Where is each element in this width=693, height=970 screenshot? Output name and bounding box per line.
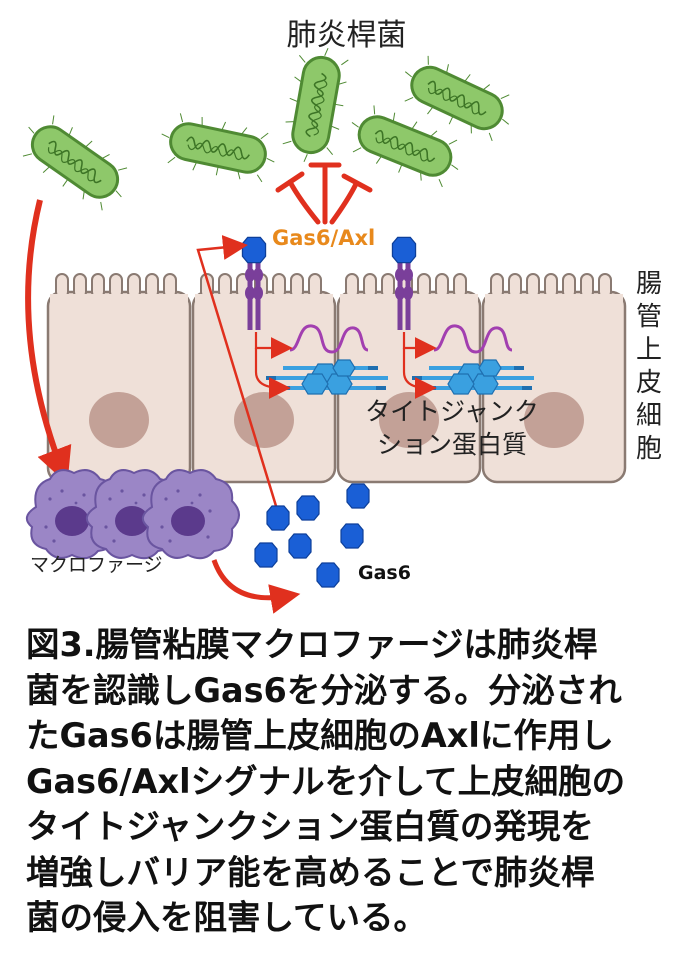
macrophage-label: マクロファージ	[30, 554, 163, 576]
gas6-label: Gas6	[358, 562, 411, 584]
tight-junction-label-line1: タイトジャンク	[365, 397, 539, 426]
tight-junction-label: タイトジャンク ション蛋白質	[342, 395, 562, 461]
bacteria-label: 肺炎桿菌	[286, 18, 407, 53]
figure-caption: 図3.腸管粘膜マクロファージは肺炎桿 菌を認識しGas6を分泌する。分泌され た…	[26, 622, 676, 941]
bacterium	[154, 108, 282, 188]
caption-line: Gas6/Axlシグナルを介して上皮細胞の	[26, 761, 626, 801]
signal-arrows	[254, 332, 437, 399]
gas6-axl-label: Gas6/Axl	[272, 226, 376, 250]
secretion-arrow	[211, 559, 301, 614]
inhibition-symbols	[275, 162, 373, 225]
macrophage	[141, 469, 240, 560]
caption-line: 増強しバリア能を高めることで肺炎桿	[26, 852, 595, 892]
bacteria-to-macrophage-arrow	[25, 199, 72, 484]
axl-receptor-left	[241, 236, 267, 330]
junction-loops	[289, 324, 513, 354]
tight-junction-label-line2: ション蛋白質	[376, 430, 527, 459]
epithelium-label: 腸管上皮細胞	[635, 269, 662, 464]
caption-line: たGas6は腸管上皮細胞のAxlに作用し	[26, 716, 614, 755]
bacterium	[277, 41, 355, 169]
caption-line: 菌を認識しGas6を分泌する。分泌され	[26, 670, 622, 710]
secreted-gas6	[254, 483, 370, 588]
bacterium	[10, 105, 140, 219]
caption-line: 菌の侵入を阻害している。	[26, 898, 427, 937]
caption-line: タイトジャンクション蛋白質の発現を	[26, 807, 594, 846]
axl-receptor-right	[391, 236, 417, 330]
diagram-svg	[10, 41, 627, 614]
figure-illustration: 肺炎桿菌 Gas6/Axl タイトジャンク ション蛋白質 腸管上皮細胞 マクロフ…	[10, 18, 662, 614]
caption-line: 図3.腸管粘膜マクロファージは肺炎桿	[26, 625, 598, 664]
gas6-to-receptor-arrow	[196, 235, 278, 507]
epithelial-cell	[46, 272, 192, 484]
